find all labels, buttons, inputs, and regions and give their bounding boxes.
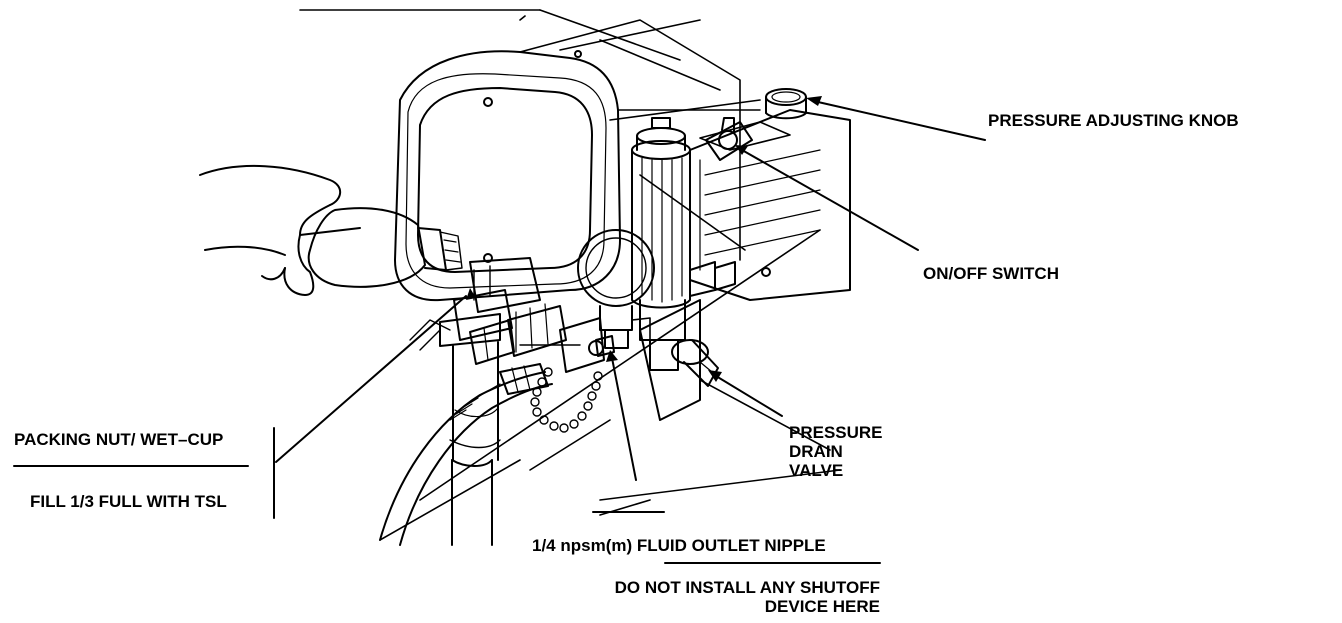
on-off-switch xyxy=(705,117,753,161)
callout-rules xyxy=(13,427,881,564)
fluid-filter xyxy=(631,117,736,371)
displacement-pump xyxy=(409,257,541,546)
arrowheads xyxy=(466,96,822,382)
label-on-off-switch: ON/OFF SWITCH xyxy=(923,264,1059,283)
label-nipple-name: FLUID OUTLET NIPPLE xyxy=(636,536,826,555)
leader-lines xyxy=(275,101,986,481)
fluid-hose xyxy=(379,344,581,546)
ball-chain xyxy=(530,367,603,433)
hand-with-bottle xyxy=(199,164,463,296)
label-fill-instruction: FILL 1/3 FULL WITH TSL xyxy=(30,492,227,511)
label-shutoff-warning: DO NOT INSTALL ANY SHUTOFF DEVICE HERE xyxy=(614,578,880,616)
label-fluid-outlet-nipple: 1/4 npsm(m) FLUID OUTLET NIPPLE xyxy=(532,536,826,556)
label-pressure-drain-valve: PRESSURE DRAIN VALVE xyxy=(789,423,883,480)
label-packing-nut: PACKING NUT/ WET–CUP xyxy=(14,430,224,449)
cart-frame xyxy=(299,9,841,541)
label-pressure-adjusting-knob: PRESSURE ADJUSTING KNOB xyxy=(988,111,1239,130)
label-nipple-size: 1/4 npsm(m) xyxy=(532,536,633,555)
motor-housing xyxy=(394,19,761,302)
pressure-adjusting-knob xyxy=(765,88,807,120)
fluid-outlet-manifold xyxy=(469,303,615,373)
